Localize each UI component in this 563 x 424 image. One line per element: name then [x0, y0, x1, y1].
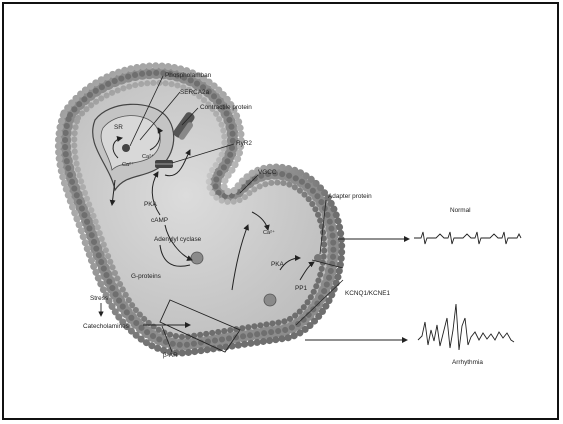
label-ca-channel: Ca²⁺ [263, 229, 275, 236]
label-ca-inner: Ca²⁺ [122, 161, 134, 168]
label-g-proteins: G-proteins [131, 273, 161, 280]
label-normal: Normal [450, 207, 471, 214]
label-camp: cAMP [151, 217, 168, 224]
label-ca-sr: Ca²⁺ [142, 153, 154, 160]
label-arrhythmia: Arrhythmia [452, 359, 483, 366]
label-pka-lower: PKA [271, 261, 285, 268]
label-contractile-protein: Contractile protein [200, 104, 252, 111]
label-pka-upper: PKA [144, 201, 158, 208]
label-stress: Stress [90, 295, 108, 302]
label-catecholamines: Catecholamines [83, 323, 129, 330]
label-serca2a: SERCA2a [180, 89, 210, 96]
label-adapter-protein: Adapter protein [328, 193, 372, 200]
label-phospholamban: Phospholamban [165, 72, 212, 79]
adenylyl-cyclase-icon [191, 252, 203, 264]
ryr2-icon [155, 160, 173, 168]
label-sr: SR [114, 124, 123, 131]
label-beta-ar: β-AR [163, 352, 178, 359]
arrhythmia-ecg-trace [418, 304, 514, 350]
label-ryr2: RyR2 [236, 140, 252, 147]
normal-ecg-trace [414, 232, 521, 244]
label-kcnq1-kcne1: KCNQ1/KCNE1 [345, 290, 391, 297]
label-pp1: PP1 [295, 285, 308, 292]
label-vgcc: VGCC [258, 169, 277, 176]
serca2a-icon [122, 144, 130, 152]
label-adenylyl-cyclase: Adenylyl cyclase [154, 236, 202, 243]
pp1-icon [264, 294, 276, 306]
